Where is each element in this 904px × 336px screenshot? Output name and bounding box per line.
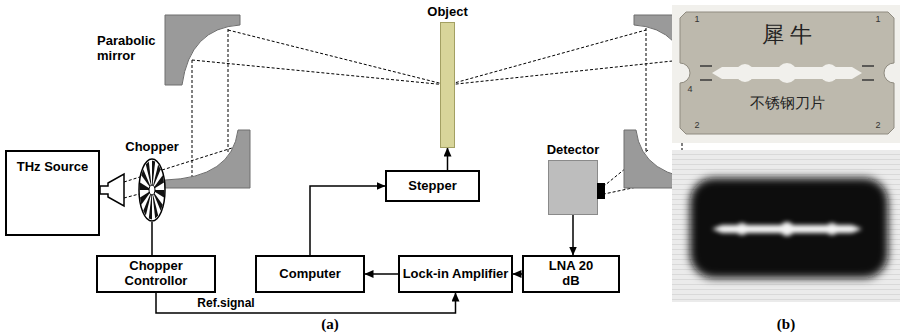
parabolic-mirror [165, 15, 240, 85]
blade-marks [700, 66, 874, 80]
node-text: LNA 20 dB [546, 259, 596, 289]
node-text: Object [427, 5, 467, 20]
stepper-box: Stepper [385, 170, 480, 202]
parabolic-mirror [165, 130, 250, 188]
node-text: THz Source [17, 160, 89, 175]
signal-connector [572, 215, 574, 255]
slot-hole-image [780, 222, 794, 236]
blade-mark [862, 79, 874, 81]
signal-connector [310, 186, 385, 255]
blade-mark [862, 65, 874, 67]
chopper-disk [139, 159, 165, 221]
chopper-rim [139, 159, 165, 221]
razor-shadow [690, 178, 888, 278]
controller-box: Chopper Controllor [96, 255, 216, 293]
source-box: THz Source [5, 150, 100, 236]
blade-print: 犀 牛 [762, 22, 812, 47]
blade-print: 不锈钢刀片 [750, 94, 825, 111]
beam-ray [646, 28, 647, 152]
blade-number: 4 [687, 84, 692, 94]
image-background [672, 150, 900, 302]
thz-image [672, 150, 900, 302]
slot-hole-image [736, 223, 748, 235]
signal-connector [365, 273, 398, 275]
blade-slot-hole [820, 64, 838, 82]
node-text: Chopper Controllor [98, 259, 214, 289]
blade-slot [712, 63, 862, 83]
computer-box: Computer [255, 255, 365, 293]
lna-box: LNA 20 dB [522, 255, 620, 293]
panel-label: (a) [321, 316, 339, 333]
blade-number: 2 [875, 120, 880, 130]
signal-connector [151, 222, 153, 255]
razor-blade [680, 12, 894, 134]
node-text: Detector [547, 143, 600, 158]
blade-number: 1 [694, 14, 699, 24]
razor-slot-image [712, 222, 862, 236]
photo-background [672, 5, 900, 143]
blade-number: 2 [694, 120, 699, 130]
chopper-hub [149, 185, 155, 195]
amplifier-box: Lock-in Amplifier [398, 255, 513, 293]
beam-ray [192, 58, 193, 178]
blade-slot-hole [736, 64, 754, 82]
node-text: Chopper [125, 140, 178, 155]
signal-connector [447, 148, 449, 170]
node-text: Lock-in Amplifier [403, 267, 509, 282]
edge-label: Ref.signal [195, 297, 256, 311]
svg-part [165, 15, 709, 188]
beam-ray [228, 28, 229, 152]
horn-antenna [100, 174, 124, 206]
beam-ray [192, 60, 682, 85]
blade-slot-hole [777, 63, 797, 83]
sample-object: Object [440, 22, 455, 148]
chopper-wheel: Chopper [138, 158, 166, 222]
node-text: Stepper [408, 179, 456, 194]
signal-connector [156, 293, 456, 313]
blade-mark [700, 65, 712, 67]
blade-number: 1 [875, 14, 880, 24]
part-label: Parabolic mirror [97, 34, 163, 64]
chopper-outline [138, 158, 166, 222]
signal-connector [513, 273, 522, 275]
detector-block: Detector [548, 160, 598, 215]
blade-mark [700, 79, 712, 81]
node-text: Computer [279, 267, 340, 282]
beam-ray [228, 30, 646, 85]
panel-label: (b) [777, 316, 795, 333]
detector-window [597, 183, 605, 199]
slot-hole-image [826, 223, 838, 235]
